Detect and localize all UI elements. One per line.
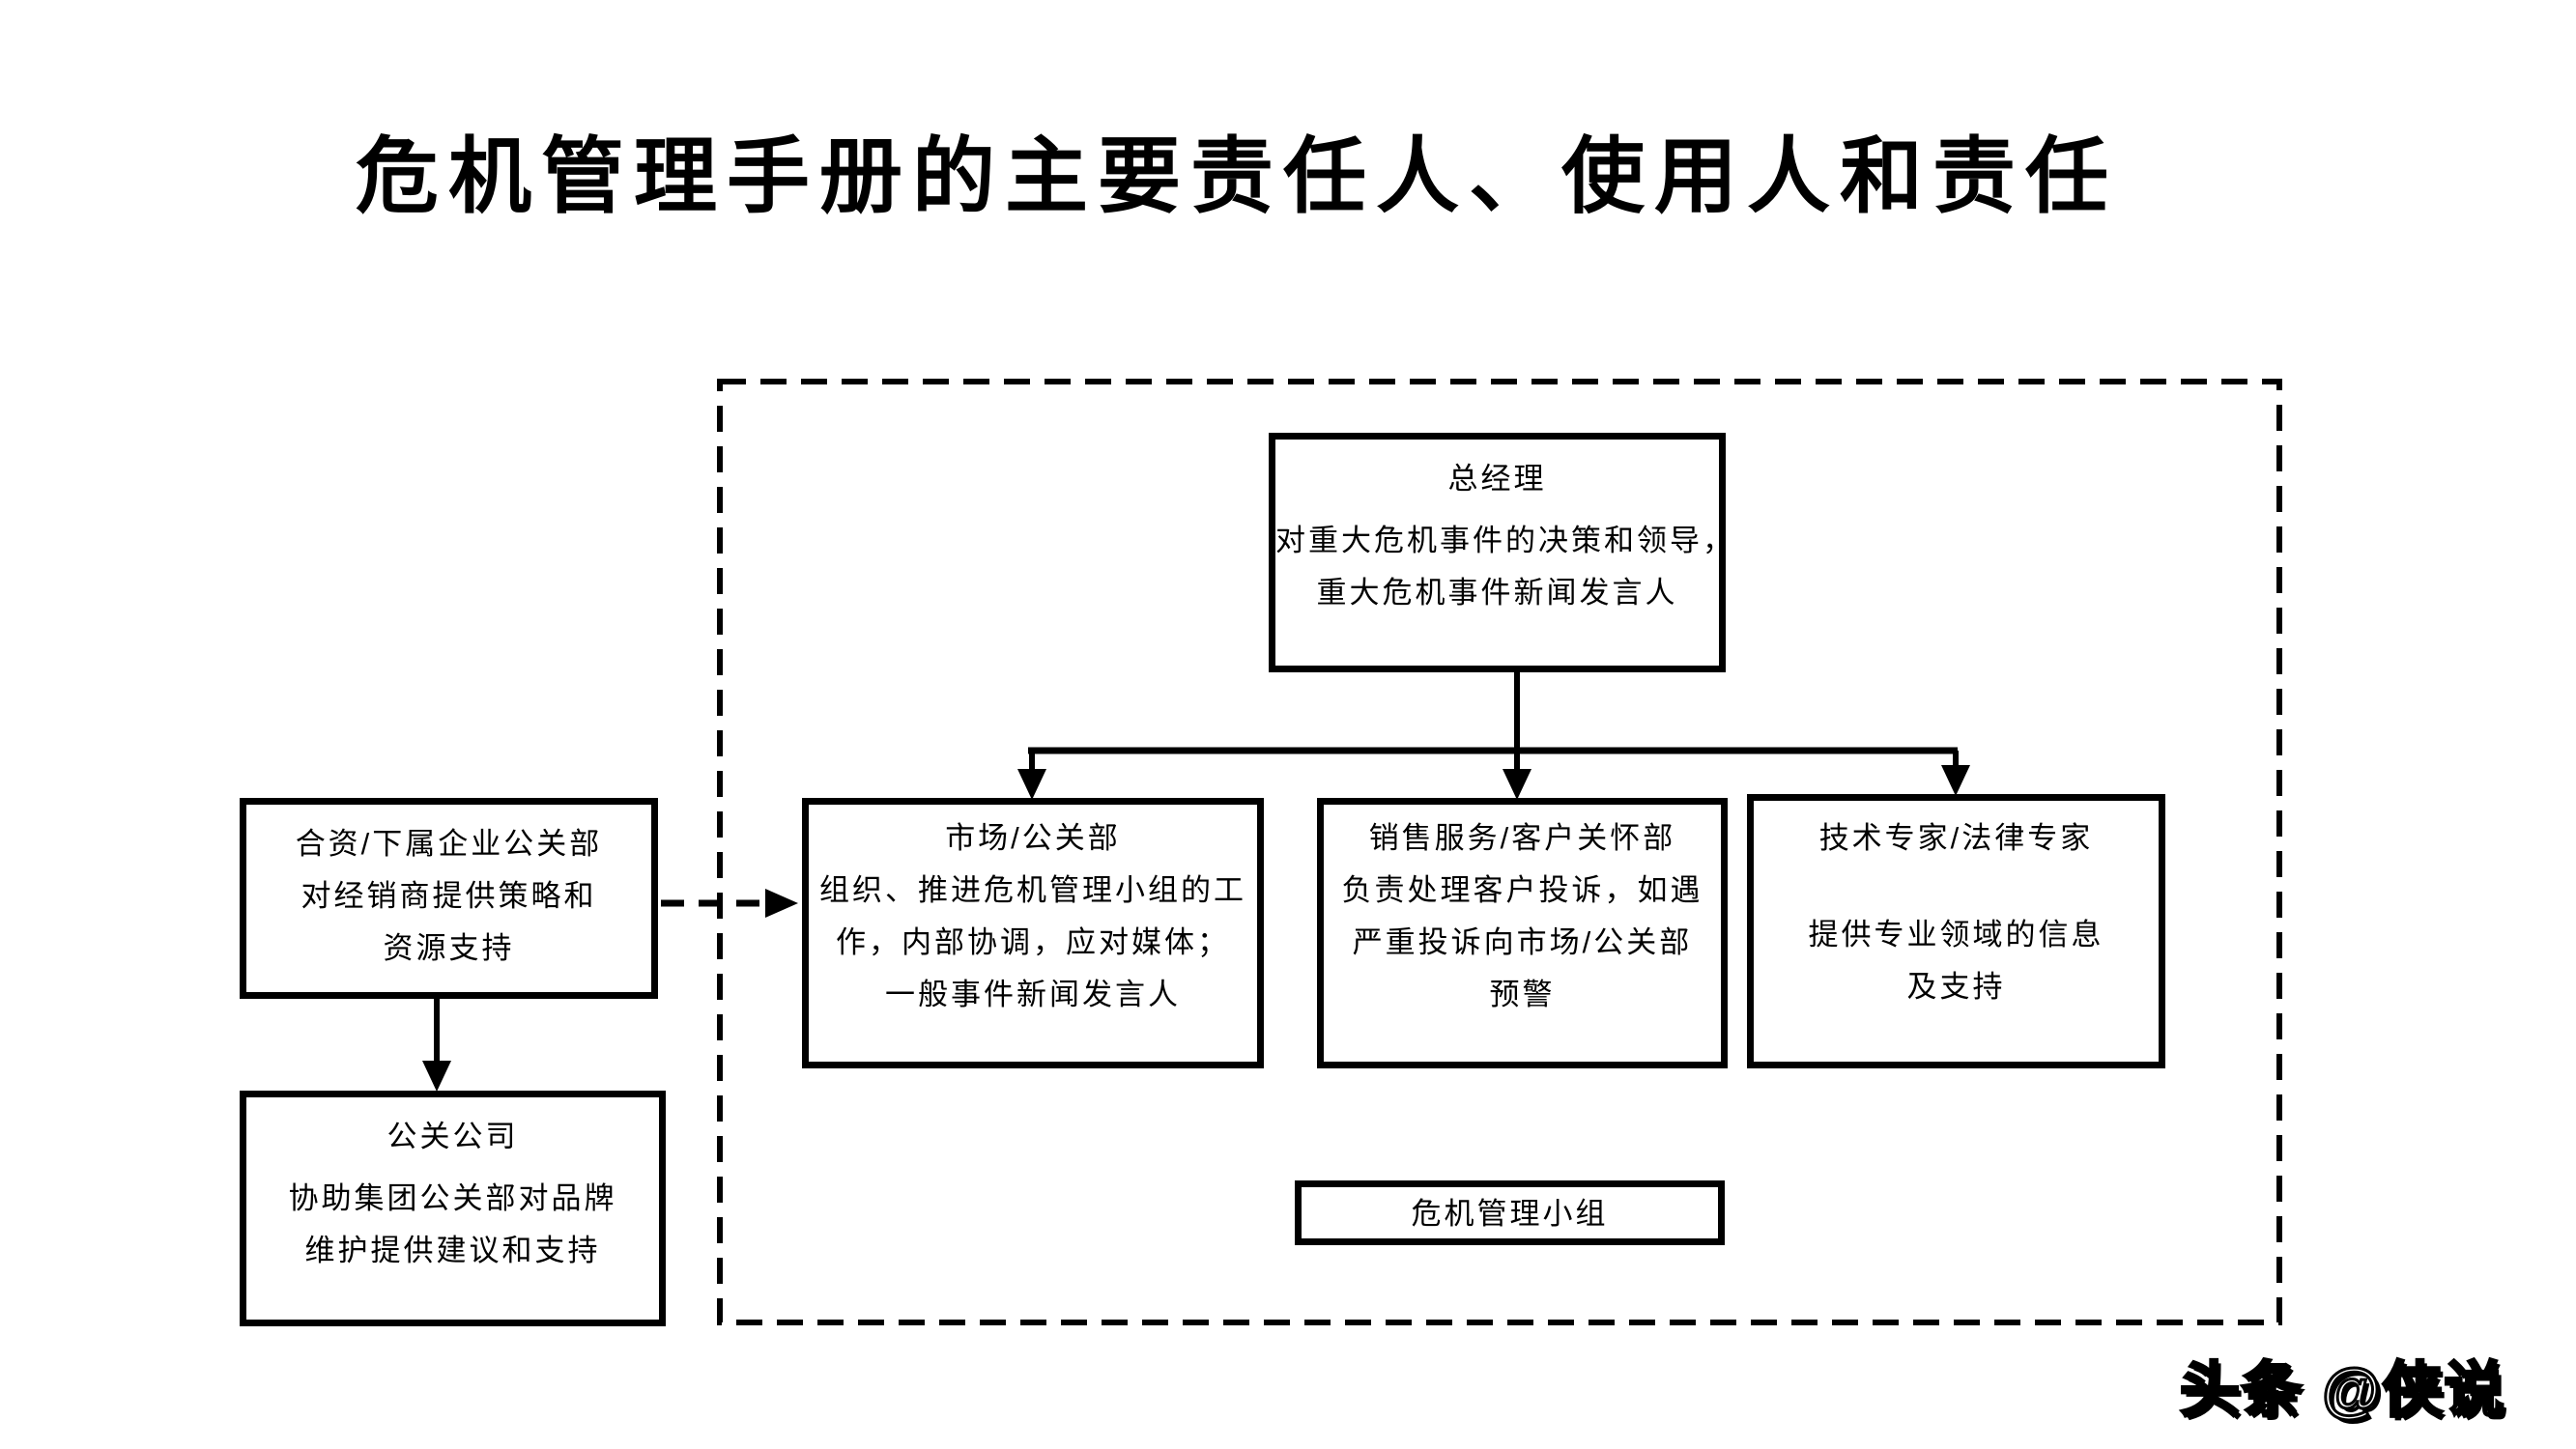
box-experts-desc-2: 及支持	[1906, 970, 2006, 1004]
arrow-jv-to-agency-head	[422, 1061, 451, 1092]
box-marketing-pr: 市场/公关部 组织、推进危机管理小组的工 作，内部协调，应对媒体； 一般事件新闻…	[802, 798, 1264, 1068]
crisis-team-boundary-dashed-box	[717, 379, 2282, 1325]
arrow-gm-to-marketing-head	[1017, 769, 1046, 800]
box-jv-subsidiary-pr-title: 合资/下属企业公关部	[295, 827, 603, 861]
page-title: 危机管理手册的主要责任人、使用人和责任	[356, 130, 2118, 223]
arrow-gm-to-experts-head	[1941, 765, 1970, 796]
box-experts-title: 技术专家/法律专家	[1818, 821, 2094, 855]
box-crisis-team: 危机管理小组	[1295, 1180, 1725, 1245]
box-marketing-pr-desc-3: 一般事件新闻发言人	[885, 978, 1181, 1011]
box-pr-agency: 公关公司 协助集团公关部对品牌 维护提供建议和支持	[240, 1091, 666, 1326]
box-general-manager-title: 总经理	[1447, 462, 1547, 496]
box-general-manager: 总经理 对重大危机事件的决策和领导， 重大危机事件新闻发言人	[1269, 433, 1735, 672]
box-pr-agency-desc-1: 协助集团公关部对品牌	[288, 1181, 617, 1215]
box-marketing-pr-desc-2: 作，内部协调，应对媒体；	[836, 925, 1230, 959]
box-marketing-pr-desc-1: 组织、推进危机管理小组的工	[819, 873, 1246, 907]
box-experts-desc-1: 提供专业领域的信息	[1808, 918, 2104, 952]
box-pr-agency-desc-2: 维护提供建议和支持	[304, 1234, 601, 1267]
box-jv-subsidiary-pr: 合资/下属企业公关部 对经销商提供策略和 资源支持	[240, 798, 658, 999]
box-sales-service-desc-3: 预警	[1489, 978, 1556, 1011]
box-general-manager-desc-1: 对重大危机事件的决策和领导，	[1275, 524, 1735, 557]
arrow-gm-to-sales-head	[1503, 769, 1531, 800]
box-experts: 技术专家/法律专家 提供专业领域的信息 及支持	[1747, 794, 2165, 1068]
box-sales-service-desc-1: 负责处理客户投诉，如遇	[1341, 873, 1703, 907]
box-jv-subsidiary-pr-desc-2: 资源支持	[383, 931, 515, 965]
box-general-manager-desc-2: 重大危机事件新闻发言人	[1316, 576, 1678, 610]
box-crisis-team-title: 危机管理小组	[1411, 1197, 1609, 1231]
box-pr-agency-title: 公关公司	[386, 1120, 519, 1153]
box-sales-service: 销售服务/客户关怀部 负责处理客户投诉，如遇 严重投诉向市场/公关部 预警	[1317, 798, 1728, 1068]
watermark-toutiao: 头条 @侠说	[2179, 1356, 2506, 1426]
arrow-jv-to-marketing-head	[765, 889, 798, 918]
box-marketing-pr-title: 市场/公关部	[945, 821, 1121, 855]
box-sales-service-desc-2: 严重投诉向市场/公关部	[1352, 925, 1693, 959]
box-sales-service-title: 销售服务/客户关怀部	[1368, 821, 1676, 855]
box-jv-subsidiary-pr-desc-1: 对经销商提供策略和	[301, 879, 597, 913]
